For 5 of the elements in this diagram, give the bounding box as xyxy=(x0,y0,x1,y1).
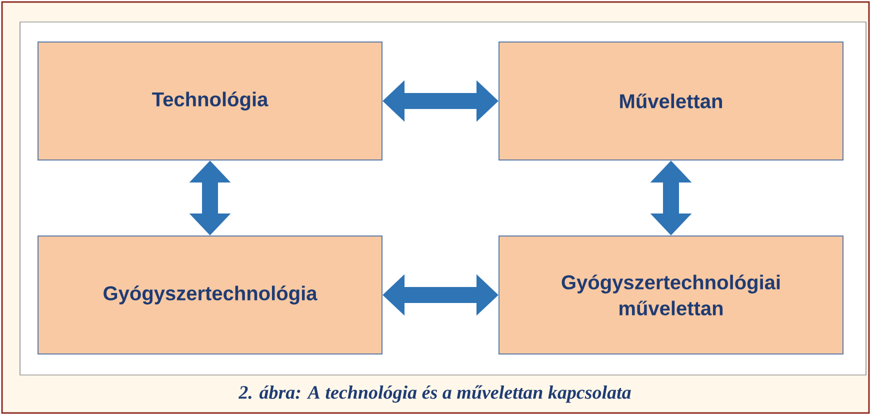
process-box: Gyógyszertechnológia xyxy=(38,236,382,354)
process-box: Gyógyszertechnológiai művelettan xyxy=(498,236,844,354)
process-box: Technológia xyxy=(38,42,382,160)
caption: 2. ábra: A technológia és a művelettan kapcsolata xyxy=(238,385,631,403)
process-box: Művelettan xyxy=(498,42,844,160)
